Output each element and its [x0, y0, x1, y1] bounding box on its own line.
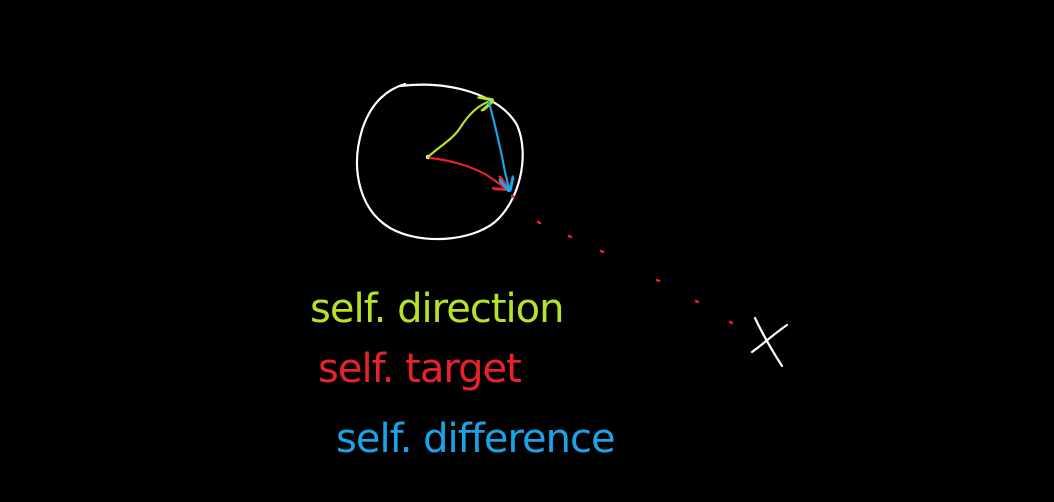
label-direction: self. direction	[310, 286, 563, 332]
target-dotted-line	[510, 194, 734, 325]
label-difference: self. difference	[336, 416, 615, 462]
target-vector	[428, 156, 506, 188]
direction-vector	[426, 101, 491, 159]
label-target: self. target	[318, 346, 521, 392]
radius-circle	[355, 82, 524, 241]
x-mark-icon	[750, 316, 789, 368]
difference-vector	[487, 100, 509, 189]
